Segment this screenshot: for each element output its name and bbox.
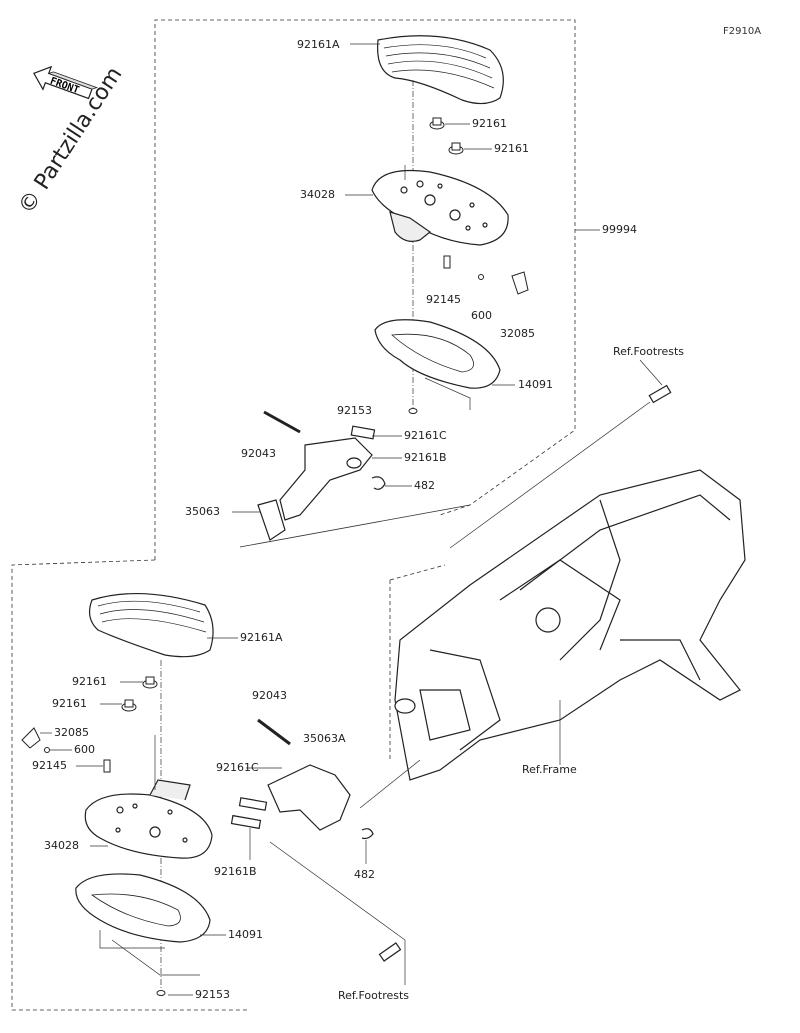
label-top-482: 482: [414, 479, 435, 492]
label-top-92161-a: 92161: [472, 117, 507, 130]
label-top-92161A: 92161A: [297, 38, 340, 51]
label-bot-92153: 92153: [195, 988, 230, 1001]
label-top-600: 600: [471, 309, 492, 322]
label-bot-92043: 92043: [252, 689, 287, 702]
label-top-ref-footrests: Ref.Footrests: [613, 345, 685, 358]
bottom-ref-bolt: [378, 942, 402, 962]
top-bolt: [408, 408, 418, 414]
label-bot-92161C: 92161C: [216, 761, 259, 774]
label-bot-92161-b: 92161: [52, 697, 87, 710]
top-cover: [374, 319, 501, 389]
motorcycle-frame: [394, 469, 746, 781]
top-group-outline: [11, 19, 576, 1011]
label-top-92161-b: 92161: [494, 142, 529, 155]
bottom-footboard-pad: [88, 592, 214, 658]
label-bot-92161A: 92161A: [240, 631, 283, 644]
bottom-grommets: [121, 676, 158, 712]
label-top-92161C: 92161C: [404, 429, 447, 442]
label-bot-14091: 14091: [228, 928, 263, 941]
label-bot-35063A: 35063A: [303, 732, 346, 745]
top-footboard: [371, 169, 509, 246]
top-small-parts: [443, 255, 529, 295]
label-top-92161B: 92161B: [404, 451, 447, 464]
bottom-cover: [75, 873, 211, 943]
label-bot-ref-footrests: Ref.Footrests: [338, 989, 410, 1002]
label-bot-34028: 34028: [44, 839, 79, 852]
label-top-92043: 92043: [241, 447, 276, 460]
label-top-92145: 92145: [426, 293, 461, 306]
label-top-34028: 34028: [300, 188, 335, 201]
label-bot-92161-a: 92161: [72, 675, 107, 688]
label-top-32085: 32085: [500, 327, 535, 340]
top-bracket: [257, 410, 386, 541]
top-ref-bolt: [648, 384, 672, 404]
top-grommets: [429, 117, 464, 155]
label-top-14091: 14091: [518, 378, 553, 391]
label-bot-32085: 32085: [54, 726, 89, 739]
label-bot-92145: 92145: [32, 759, 67, 772]
label-top-92153: 92153: [337, 404, 372, 417]
label-ref-frame: Ref.Frame: [522, 763, 577, 776]
label-bot-482: 482: [354, 868, 375, 881]
bottom-footboard: [84, 779, 213, 859]
top-footboard-pad: [377, 35, 504, 105]
label-top-99994: 99994: [602, 223, 637, 236]
label-bot-600: 600: [74, 743, 95, 756]
label-top-35063: 35063: [185, 505, 220, 518]
label-bot-92161B: 92161B: [214, 865, 257, 878]
bottom-bolt: [156, 990, 166, 996]
bottom-bracket: [230, 718, 374, 840]
bottom-small-parts: [21, 727, 111, 773]
figure-code: F2910A: [723, 26, 762, 37]
